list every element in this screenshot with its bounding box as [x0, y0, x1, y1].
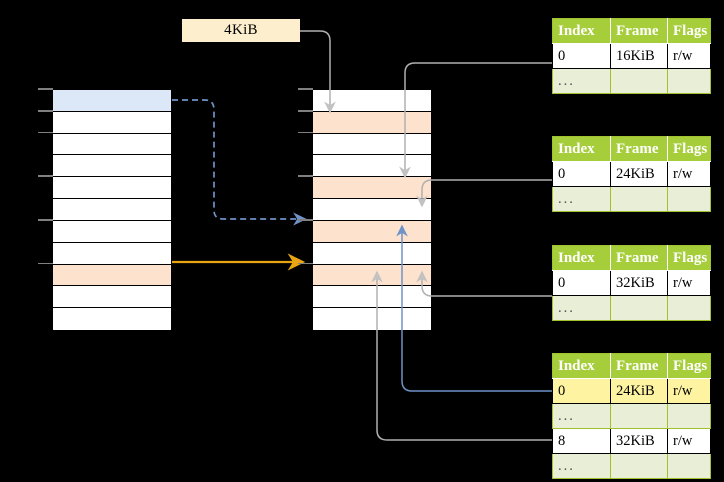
- physical-memory-tick: [298, 219, 313, 221]
- physical-memory-row: [313, 177, 431, 200]
- table-cell: [667, 403, 711, 429]
- column-header-index: Index: [552, 136, 611, 162]
- table-cell: r/w: [667, 161, 711, 187]
- column-header-frame: Frame: [610, 136, 668, 162]
- table-cell: 0: [552, 378, 611, 404]
- physical-memory-tick: [298, 131, 313, 134]
- table-cell: [667, 68, 711, 94]
- page-size-label: 4KiB: [182, 19, 300, 42]
- table-row[interactable]: ...: [552, 68, 711, 94]
- virtual-memory-row: [53, 111, 171, 134]
- column-header-index: Index: [552, 353, 611, 379]
- table-cell: 32KiB: [610, 428, 668, 454]
- table-cell: 0: [552, 161, 611, 187]
- table-row[interactable]: ...: [552, 403, 711, 429]
- virtual-memory-tick: [38, 262, 53, 265]
- table-cell: r/w: [667, 270, 711, 296]
- physical-memory-row: [313, 286, 431, 309]
- column-header-index: Index: [552, 18, 611, 44]
- table-cell: [667, 453, 711, 479]
- table-cell: 32KiB: [610, 270, 668, 296]
- virtual-memory-row: [53, 199, 171, 221]
- table-cell: 24KiB: [610, 378, 668, 404]
- physical-memory-tick: [298, 262, 313, 265]
- table-cell: ...: [552, 295, 611, 321]
- virtual-memory-tick: [38, 110, 53, 112]
- physical-memory-tick: [298, 175, 313, 178]
- virtual-memory-row: [53, 177, 171, 200]
- column-header-index: Index: [552, 245, 611, 271]
- physical-memory-row: [313, 220, 431, 243]
- virtual-memory-tick: [38, 88, 53, 90]
- virtual-memory-tick: [38, 131, 53, 134]
- column-header-flags: Flags: [667, 18, 711, 44]
- virtual-memory-row: [53, 155, 171, 178]
- table-cell: ...: [552, 68, 611, 94]
- table-cell: [667, 186, 711, 212]
- table-cell: 0: [552, 43, 611, 69]
- physical-memory-row: [313, 133, 431, 156]
- physical-memory-tick: [298, 110, 313, 112]
- virtual-memory-row: [53, 264, 171, 287]
- virtual-memory-row: [53, 220, 171, 243]
- physical-memory-column: [312, 89, 432, 330]
- column-header-flags: Flags: [667, 353, 711, 379]
- table-cell: [610, 453, 668, 479]
- column-header-frame: Frame: [610, 245, 668, 271]
- column-header-flags: Flags: [667, 245, 711, 271]
- column-header-frame: Frame: [610, 18, 668, 44]
- virtual-memory-row: [53, 286, 171, 309]
- physical-memory-row: [313, 264, 431, 287]
- virtual-memory-column: [52, 89, 172, 330]
- physical-memory-row: [313, 155, 431, 178]
- physical-memory-row: [313, 111, 431, 134]
- table-cell: r/w: [667, 428, 711, 454]
- table-cell: 16KiB: [610, 43, 668, 69]
- table-row[interactable]: ...: [552, 186, 711, 212]
- physical-memory-row: [313, 90, 431, 112]
- virtual-memory-tick: [38, 175, 53, 178]
- table-cell: ...: [552, 186, 611, 212]
- table-cell: [610, 68, 668, 94]
- physical-memory-row: [313, 242, 431, 265]
- table-cell: 24KiB: [610, 161, 668, 187]
- table-cell: 0: [552, 270, 611, 296]
- virtual-memory-row: [53, 90, 171, 112]
- virtual-memory-tick: [38, 219, 53, 221]
- column-header-frame: Frame: [610, 353, 668, 379]
- table-cell: 8: [552, 428, 611, 454]
- virtual-memory-row: [53, 242, 171, 265]
- table-cell: [610, 295, 668, 321]
- table-row[interactable]: ...: [552, 453, 711, 479]
- table-cell: [610, 403, 668, 429]
- table-cell: r/w: [667, 43, 711, 69]
- virtual-memory-row: [53, 308, 171, 330]
- column-header-flags: Flags: [667, 136, 711, 162]
- table-cell: r/w: [667, 378, 711, 404]
- physical-memory-row: [313, 308, 431, 330]
- physical-memory-row: [313, 199, 431, 221]
- table-cell: ...: [552, 403, 611, 429]
- physical-memory-tick: [298, 88, 313, 90]
- virtual-memory-row: [53, 133, 171, 156]
- table-row[interactable]: ...: [552, 295, 711, 321]
- table-cell: [610, 186, 668, 212]
- table-cell: ...: [552, 453, 611, 479]
- table-cell: [667, 295, 711, 321]
